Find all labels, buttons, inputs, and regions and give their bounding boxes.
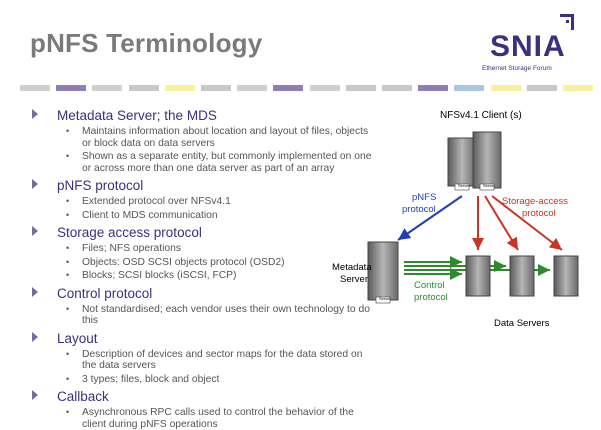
term-detail: • Extended protocol over NFSv4.1 bbox=[66, 196, 375, 208]
server-badge: Server bbox=[458, 183, 470, 188]
metadata-label-1: Metadata bbox=[332, 262, 372, 273]
server-badge: Server bbox=[483, 183, 495, 188]
bullet-icon: • bbox=[66, 196, 70, 206]
term-detail-text: Not standardised; each vendor uses their… bbox=[82, 303, 370, 327]
stripe-segment bbox=[345, 85, 376, 91]
logo-word: SNIA bbox=[490, 30, 566, 63]
bullet-icon: • bbox=[66, 209, 70, 220]
term-heading: Control protocol bbox=[57, 285, 153, 301]
stripe-segment bbox=[526, 85, 557, 91]
term-detail-text: Shown as a separate entity, but commonly… bbox=[82, 151, 372, 174]
term-heading: Layout bbox=[57, 330, 98, 346]
stripe-segment bbox=[128, 85, 159, 91]
term-item: Callback • Asynchronous RPC calls used to … bbox=[30, 388, 375, 430]
page-title: pNFS Terminology bbox=[30, 28, 263, 58]
stripe-segment bbox=[237, 85, 268, 91]
term-detail: • Not standardised; each vendor uses thei… bbox=[66, 303, 375, 327]
chevron-right-icon bbox=[32, 226, 38, 236]
control-label-2: protocol bbox=[414, 292, 448, 303]
bullet-icon: • bbox=[66, 151, 70, 161]
stripe-segment bbox=[309, 85, 340, 91]
term-item: Storage access protocol • Files; NFS opera… bbox=[30, 224, 375, 282]
term-list: Metadata Server; the MDS • Maintains infor… bbox=[30, 107, 375, 430]
term-detail: • Blocks; SCSI blocks (iSCSI, FCP) bbox=[66, 270, 375, 282]
bullet-icon: • bbox=[66, 126, 70, 136]
term-heading: pNFS protocol bbox=[57, 178, 144, 193]
logo-mark-icon bbox=[560, 14, 574, 30]
chevron-right-icon bbox=[32, 390, 38, 400]
pnfs-diagram: NFSv4.1 Client (s) pNFS protocol Storage… bbox=[330, 100, 601, 420]
server-badge: Server bbox=[379, 296, 391, 301]
client-server-icon bbox=[447, 131, 502, 191]
term-detail: • Objects: OSD SCSI objects protocol (OSD… bbox=[66, 256, 375, 269]
diagram-graphic bbox=[367, 131, 579, 304]
term-item: Control protocol • Not standardised; each … bbox=[30, 285, 375, 327]
term-heading: Storage access protocol bbox=[57, 225, 202, 240]
stripe-segment bbox=[273, 85, 304, 91]
term-detail-text: 3 types; files, block and object bbox=[82, 373, 220, 385]
term-detail: • Client to MDS communication bbox=[66, 209, 375, 222]
term-detail: • Shown as a separate entity, but commonl… bbox=[66, 151, 375, 174]
stripe-segment bbox=[490, 85, 521, 91]
snia-logo: SNIA Ethernet Storage Forum bbox=[480, 12, 590, 84]
stripe-segment bbox=[56, 85, 87, 91]
term-detail: • Files; NFS operations bbox=[66, 243, 375, 255]
stripe-segment bbox=[382, 85, 412, 91]
bullet-icon: • bbox=[66, 407, 70, 417]
term-detail-text: Description of devices and sector maps f… bbox=[82, 348, 363, 372]
term-detail-text: Client to MDS communication bbox=[82, 209, 218, 221]
storage-label-2: protocol bbox=[522, 208, 556, 219]
term-detail: • 3 types; files, block and object bbox=[66, 373, 375, 386]
bullet-icon: • bbox=[66, 256, 70, 267]
term-item: Layout • Description of devices and sector… bbox=[30, 330, 375, 386]
pnfs-label-1: pNFS bbox=[412, 192, 437, 203]
bullet-icon: • bbox=[66, 270, 70, 280]
stripe-segment bbox=[92, 85, 123, 91]
term-detail-text: Asynchronous RPC calls used to control t… bbox=[82, 407, 354, 430]
bullet-icon: • bbox=[66, 243, 70, 253]
bullet-icon: • bbox=[66, 373, 70, 384]
client-label: NFSv4.1 Client (s) bbox=[440, 110, 522, 121]
term-detail-text: Files; NFS operations bbox=[82, 243, 182, 254]
stripe-segment bbox=[563, 85, 593, 91]
control-label-1: Control bbox=[414, 280, 445, 291]
data-servers-label: Data Servers bbox=[494, 318, 550, 329]
chevron-right-icon bbox=[32, 331, 38, 342]
term-detail-text: Extended protocol over NFSv4.1 bbox=[82, 196, 231, 207]
bullet-icon: • bbox=[66, 348, 70, 359]
term-detail-text: Blocks; SCSI blocks (iSCSI, FCP) bbox=[82, 270, 237, 281]
stripe-segment bbox=[201, 85, 231, 91]
pnfs-label-2: protocol bbox=[402, 204, 436, 215]
chevron-right-icon bbox=[32, 286, 38, 297]
logo-tagline: Ethernet Storage Forum bbox=[482, 65, 552, 72]
term-item: Metadata Server; the MDS • Maintains infor… bbox=[30, 107, 375, 174]
data-server-icon bbox=[465, 255, 579, 297]
term-item: pNFS protocol • Extended protocol over NFS… bbox=[30, 177, 375, 221]
term-heading: Callback bbox=[57, 389, 109, 404]
stripe-segment bbox=[164, 85, 195, 91]
stripe-segment bbox=[20, 85, 50, 91]
chevron-right-icon bbox=[32, 179, 38, 189]
term-heading: Metadata Server; the MDS bbox=[57, 108, 217, 123]
metadata-server-icon bbox=[367, 241, 399, 304]
term-detail-text: Objects: OSD SCSI objects protocol (OSD2… bbox=[82, 256, 285, 268]
term-detail: • Maintains information about location an… bbox=[66, 126, 375, 149]
metadata-label-2: Server bbox=[340, 274, 368, 285]
stripe-segment bbox=[418, 85, 449, 91]
storage-label-1: Storage-access bbox=[502, 196, 569, 207]
bullet-icon: • bbox=[66, 303, 70, 314]
term-detail-text: Maintains information about location and… bbox=[82, 126, 369, 149]
stripe-segment bbox=[454, 85, 485, 91]
chevron-right-icon bbox=[32, 109, 38, 119]
term-detail: • Description of devices and sector maps … bbox=[66, 348, 375, 372]
